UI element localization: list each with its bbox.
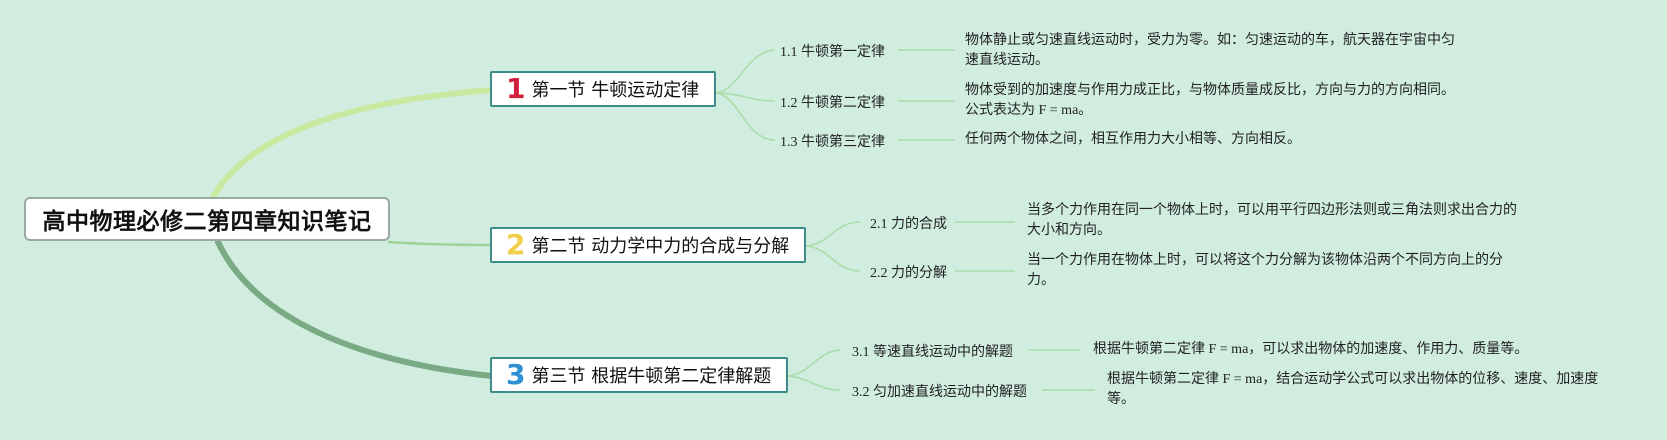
section-2-node[interactable]: 2 第二节 动力学中力的合成与分解	[490, 227, 806, 263]
detail-1-2: 物体受到的加速度与作用力成正比，与物体质量成反比，方向与力的方向相同。 公式表达…	[965, 81, 1455, 121]
sub-branch-1-3	[715, 92, 776, 141]
section-3-title: 第三节 根据牛顿第二定律解题	[531, 366, 772, 387]
detail-3-1: 根据牛顿第二定律 F = ma，可以求出物体的加速度、作用力、质量等。	[1093, 340, 1528, 360]
section-1-number-badge: 1	[506, 72, 526, 105]
detail-2-1-line-2: 大小和方向。	[1027, 223, 1111, 238]
root-topic[interactable]: 高中物理必修二第四章知识笔记	[24, 197, 390, 241]
detail-3-2: 根据牛顿第二定律 F = ma，结合运动学公式可以求出物体的位移、速度、加速度 …	[1107, 370, 1598, 410]
branch-root-to-section-1	[209, 87, 495, 202]
detail-2-2-line-1: 当一个力作用在物体上时，可以将这个力分解为该物体沿两个不同方向上的分	[1027, 253, 1503, 268]
subtopic-1-1[interactable]: 1.1 牛顿第一定律	[780, 45, 885, 60]
section-2-number-badge: 2	[506, 228, 526, 261]
section-3-node[interactable]: 3 第三节 根据牛顿第二定律解题	[490, 357, 788, 393]
subtopic-1-2[interactable]: 1.2 牛顿第二定律	[780, 96, 885, 111]
subtopic-3-2[interactable]: 3.2 匀加速直线运动中的解题	[852, 385, 1027, 400]
detail-1-2-line-1: 物体受到的加速度与作用力成正比，与物体质量成反比，方向与力的方向相同。	[965, 83, 1455, 98]
sub-branch-3-2	[787, 375, 841, 391]
sub-branch-1-1	[715, 49, 776, 94]
subtopic-2-1[interactable]: 2.1 力的合成	[870, 217, 947, 232]
detail-2-1-line-1: 当多个力作用在同一个物体上时，可以用平行四边形法则或三角法则求出合力的	[1027, 203, 1517, 218]
detail-2-2-line-2: 力。	[1027, 273, 1055, 288]
detail-1-1-line-1: 物体静止或匀速直线运动时，受力为零。如：匀速运动的车，航天器在宇宙中匀	[965, 33, 1455, 48]
sub-branch-1-2	[715, 92, 776, 102]
detail-1-2-line-2: 公式表达为 F = ma。	[965, 103, 1093, 118]
section-1-node[interactable]: 1 第一节 牛顿运动定律	[490, 71, 716, 107]
subtopic-1-3[interactable]: 1.3 牛顿第三定律	[780, 135, 885, 150]
subtopic-3-1[interactable]: 3.1 等速直线运动中的解题	[852, 345, 1013, 360]
subtopic-2-2[interactable]: 2.2 力的分解	[870, 266, 947, 281]
section-3-number-badge: 3	[506, 358, 526, 391]
section-1-title: 第一节 牛顿运动定律	[531, 80, 700, 101]
sub-branch-2-2	[805, 245, 861, 272]
detail-3-2-line-2: 等。	[1107, 392, 1135, 407]
detail-2-1: 当多个力作用在同一个物体上时，可以用平行四边形法则或三角法则求出合力的 大小和方…	[1027, 201, 1517, 241]
detail-3-2-line-1: 根据牛顿第二定律 F = ma，结合运动学公式可以求出物体的位移、速度、加速度	[1107, 372, 1599, 387]
detail-1-3-line-1: 任何两个物体之间，相互作用力大小相等、方向相反。	[965, 132, 1301, 147]
branch-root-to-section-3	[215, 239, 495, 379]
root-title: 高中物理必修二第四章知识笔记	[42, 209, 372, 235]
sub-branch-3-1	[787, 349, 841, 377]
detail-1-1: 物体静止或匀速直线运动时，受力为零。如：匀速运动的车，航天器在宇宙中匀 速直线运…	[965, 31, 1455, 71]
detail-3-1-line-1: 根据牛顿第二定律 F = ma，可以求出物体的加速度、作用力、质量等。	[1093, 342, 1529, 357]
detail-1-1-line-2: 速直线运动。	[965, 53, 1049, 68]
detail-1-3: 任何两个物体之间，相互作用力大小相等、方向相反。	[965, 130, 1301, 150]
section-2-title: 第二节 动力学中力的合成与分解	[531, 236, 790, 257]
branch-root-to-section-2	[387, 240, 493, 247]
detail-2-2: 当一个力作用在物体上时，可以将这个力分解为该物体沿两个不同方向上的分 力。	[1027, 251, 1503, 291]
sub-branch-2-1	[805, 221, 861, 247]
